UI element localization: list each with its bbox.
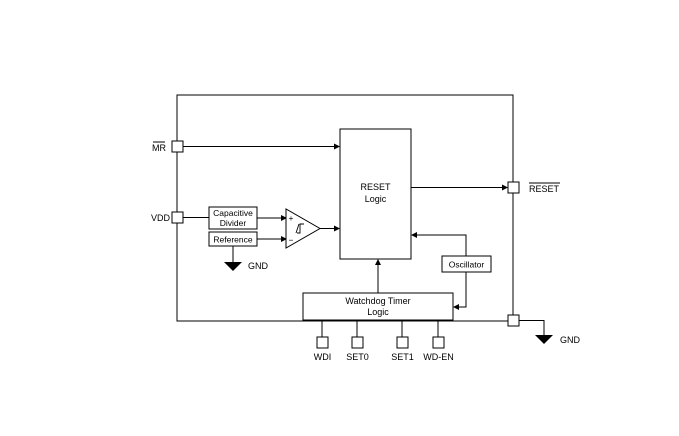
gnd-pin-square <box>507 314 520 327</box>
comparator: + − <box>285 208 322 249</box>
gnd-pin: GND <box>507 314 581 345</box>
wd-en-pin: WD-EN <box>423 320 454 362</box>
comparator-plus: + <box>289 213 294 223</box>
set0-pin: SET0 <box>346 320 369 362</box>
reset-pin: RESET <box>507 181 560 194</box>
cap-divider-label-1: Capacitive <box>213 208 253 218</box>
comparator-minus: − <box>289 235 294 245</box>
wdi-pin-label: WDI <box>314 352 332 362</box>
internal-ground: GND <box>224 246 269 271</box>
internal-gnd-label: GND <box>248 261 269 271</box>
reset-pin-label: RESET <box>529 184 560 194</box>
reset-logic-label-2: Logic <box>365 194 387 204</box>
vdd-pin-square <box>171 211 184 224</box>
reset-pin-square <box>507 181 520 194</box>
set0-pin-label: SET0 <box>346 352 369 362</box>
reset-logic-label-1: RESET <box>360 182 391 192</box>
capacitive-divider-block: Capacitive Divider <box>208 206 258 230</box>
watchdog-label-1: Watchdog Timer <box>345 296 410 306</box>
reference-label: Reference <box>213 235 252 245</box>
gnd-symbol-icon <box>535 335 553 344</box>
chip-outline <box>176 94 514 322</box>
reset-logic-block: RESET Logic <box>339 128 412 260</box>
wdi-pin: WDI <box>314 320 332 362</box>
set1-pin-square <box>396 336 409 349</box>
comparator-triangle-icon <box>285 208 322 249</box>
hysteresis-icon <box>295 223 304 234</box>
mr-pin-label: MR <box>152 143 166 153</box>
set1-pin: SET1 <box>391 320 414 362</box>
watchdog-timer-block: Watchdog Timer Logic <box>302 292 454 321</box>
oscillator-to-watchdog-wire <box>453 272 467 310</box>
oscillator-label: Oscillator <box>449 260 485 270</box>
oscillator-block: Oscillator <box>441 255 492 273</box>
vdd-pin-label: VDD <box>151 213 171 223</box>
oscillator-to-reset-wire <box>411 232 467 256</box>
set0-pin-square <box>351 336 364 349</box>
mr-pin: MR <box>152 140 184 153</box>
vdd-pin: VDD <box>151 211 184 224</box>
wdi-pin-square <box>316 336 329 349</box>
wd-en-pin-square <box>432 336 445 349</box>
gnd-pin-label: GND <box>560 335 581 345</box>
mr-pin-square <box>171 140 184 153</box>
watchdog-label-2: Logic <box>367 307 389 317</box>
reference-block: Reference <box>208 231 258 247</box>
set1-pin-label: SET1 <box>391 352 414 362</box>
ground-symbol-icon <box>224 262 242 271</box>
cap-divider-label-2: Divider <box>220 218 247 228</box>
wd-en-pin-label: WD-EN <box>423 352 454 362</box>
